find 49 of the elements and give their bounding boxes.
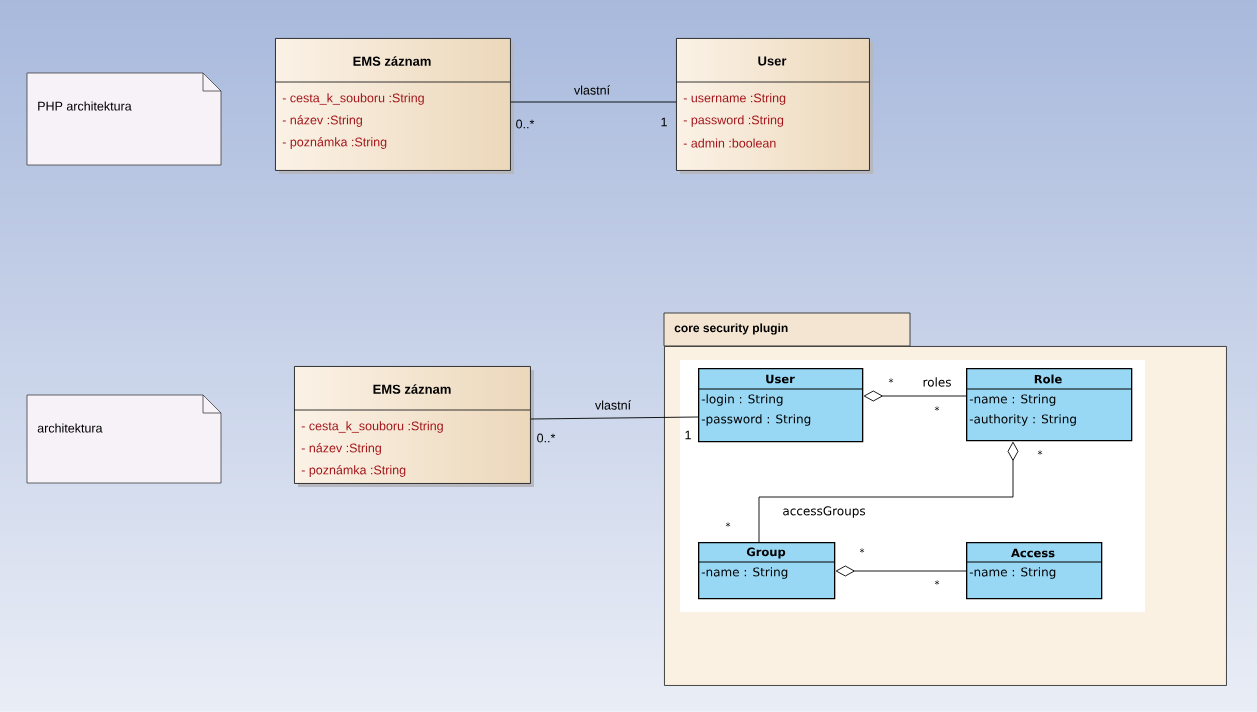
package-title: core security plugin [674, 323, 788, 335]
class-box [697, 542, 836, 600]
class-name: Role [1034, 374, 1062, 384]
class-name: EMS záznam [353, 56, 431, 66]
class-name: Group [746, 547, 786, 559]
edge-label: vlastní [574, 85, 610, 95]
attribute-text: - cesta_k_souboru :String [282, 93, 424, 105]
attribute-text: -name : String [969, 567, 1056, 579]
attribute-text: -password : String [701, 414, 811, 426]
edge-label: roles [923, 377, 951, 387]
multiplicity-label: * [934, 580, 940, 585]
multiplicity-label: * [725, 522, 731, 527]
note-text: architektura [37, 423, 103, 433]
multiplicity-label: * [859, 548, 865, 553]
class-box [675, 38, 873, 174]
attribute-text: - název :String [282, 115, 362, 127]
class-name: EMS záznam [373, 384, 451, 394]
attribute-text: -login : String [701, 394, 783, 406]
note-box [26, 72, 222, 166]
association-line [530, 416, 699, 420]
aggregation-line [758, 441, 1019, 543]
attribute-text: -name : String [969, 394, 1056, 406]
edge-label: vlastní [595, 400, 631, 410]
attribute-text: - název :String [301, 443, 381, 455]
attribute-text: - poznámka :String [301, 465, 406, 477]
class-box [274, 38, 514, 174]
attribute-text: - cesta_k_souboru :String [301, 421, 443, 433]
multiplicity-label: * [934, 406, 940, 411]
aggregation-line [835, 565, 967, 577]
class-name: Access [1011, 548, 1055, 558]
class-box [293, 366, 534, 487]
multiplicity-label: * [1037, 450, 1043, 455]
attribute-text: -name : String [701, 567, 788, 579]
attribute-text: - poznámka :String [282, 137, 387, 149]
class-box [965, 368, 1133, 442]
association-line [510, 101, 677, 103]
class-name: User [758, 56, 787, 66]
attribute-text: - admin :boolean [683, 138, 776, 148]
attribute-text: -authority : String [969, 414, 1076, 426]
edge-label: accessGroups [783, 506, 866, 518]
class-name: User [766, 374, 795, 384]
class-box [697, 368, 864, 443]
attribute-text: - username :String [683, 93, 786, 105]
note-text: PHP architektura [38, 101, 132, 111]
multiplicity-label: * [888, 378, 894, 383]
aggregation-line [863, 390, 967, 402]
note-box [26, 394, 222, 484]
class-box [965, 542, 1103, 600]
attribute-text: - password :String [683, 115, 784, 127]
